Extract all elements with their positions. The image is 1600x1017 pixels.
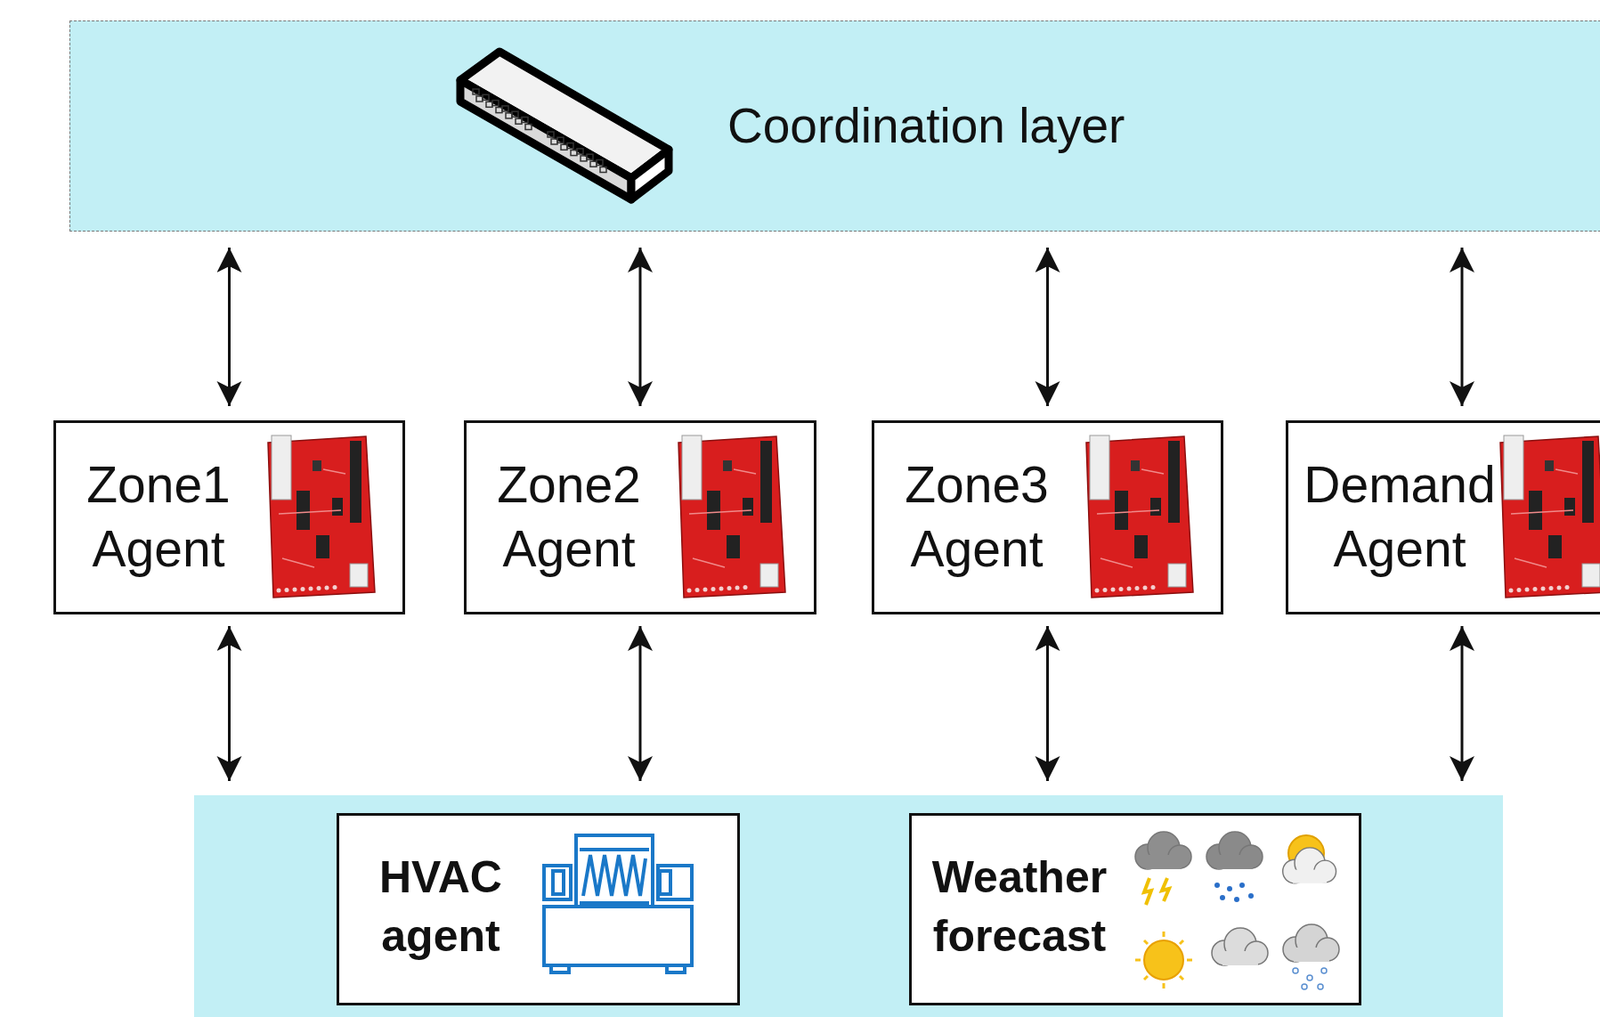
icon <box>1079 433 1197 603</box>
node-label: Zone3 Agent <box>878 452 1075 581</box>
agent-box: Zone3 Agent <box>871 420 1224 615</box>
agent-box: Zone1 Agent <box>53 420 406 615</box>
icon <box>671 433 789 603</box>
board-icon <box>671 433 789 600</box>
node-label: Demand Agent <box>1292 452 1507 581</box>
node-label: HVAC agent <box>360 847 521 966</box>
agent-box: Demand Agent <box>1285 420 1600 615</box>
board-icon <box>1493 433 1600 600</box>
coordination-band: Coordination layer <box>69 20 1600 232</box>
bidirectional-arrow <box>639 625 642 781</box>
node-label: Zone2 Agent <box>471 452 667 581</box>
bidirectional-arrow <box>639 247 642 407</box>
weather-icons <box>1129 826 1348 996</box>
device-box: HVAC agent <box>336 812 740 1006</box>
hvac-icon <box>540 831 701 976</box>
bidirectional-arrow <box>1046 247 1049 407</box>
icon <box>1493 433 1600 603</box>
board-icon <box>260 433 379 600</box>
icon <box>540 831 701 980</box>
bidirectional-arrow <box>1461 625 1464 781</box>
icon <box>260 433 379 603</box>
node-label: Weather forecast <box>914 847 1125 966</box>
bidirectional-arrow <box>227 625 231 781</box>
node-label: Zone1 Agent <box>60 452 257 581</box>
agent-box: Zone2 Agent <box>463 420 817 615</box>
bidirectional-arrow <box>1046 625 1049 781</box>
icon <box>453 42 676 212</box>
board-icon <box>1079 433 1197 600</box>
icon <box>1129 826 1348 999</box>
switch-icon <box>453 42 676 208</box>
bidirectional-arrow <box>1461 247 1464 407</box>
device-box: Weather forecast <box>909 812 1362 1006</box>
node-label: Coordination layer <box>727 96 1191 155</box>
bidirectional-arrow <box>227 247 231 407</box>
device-band <box>194 795 1503 1017</box>
